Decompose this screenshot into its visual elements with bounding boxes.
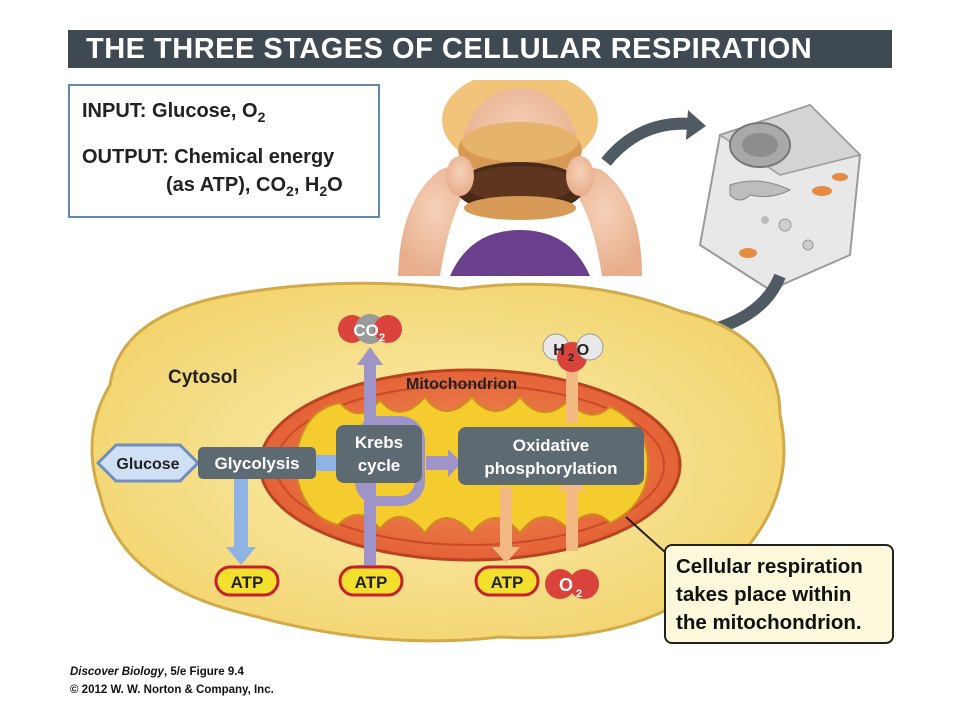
krebs-line2: cycle (358, 456, 401, 475)
output-co2-text: (as ATP), CO (166, 174, 287, 196)
output-h-text: , H (293, 174, 320, 196)
output-o-text: O (327, 174, 343, 196)
output-label: OUTPUT: (82, 146, 169, 168)
atp-oxphos: ATP (474, 565, 540, 597)
input-line: INPUT: Glucose, O2 (82, 100, 265, 125)
h2o-arrow (566, 361, 578, 423)
atp-glycolysis: ATP (214, 565, 280, 597)
krebs-line1: Krebs (355, 433, 403, 452)
page-title: THE THREE STAGES OF CELLULAR RESPIRATION (68, 30, 892, 68)
callout-line1: Cellular respiration (676, 555, 863, 578)
svg-text:O: O (559, 575, 573, 595)
svg-text:CO: CO (353, 321, 379, 340)
cytosol-label: Cytosol (168, 367, 238, 388)
oxphos-line1: Oxidative (513, 436, 590, 455)
input-subscript: 2 (257, 109, 266, 125)
svg-text:2: 2 (379, 332, 385, 344)
respiration-diagram: Cytosol Mitochondrion Krebs cycle Oxidat… (90, 281, 786, 643)
mitochondrion-icon (812, 186, 832, 196)
figure-credit: Discover Biology, 5/e Figure 9.4 (70, 666, 244, 678)
callout-box: Cellular respiration takes place within … (664, 544, 894, 644)
output-co2-sub: 2 (286, 183, 294, 199)
svg-text:H: H (553, 342, 565, 359)
callout-line3: the mitochondrion. (676, 611, 862, 634)
svg-text:O: O (577, 342, 589, 359)
input-label: INPUT: (82, 100, 147, 122)
callout-line2: takes place within (676, 583, 852, 606)
glycolysis-atp-arrow (234, 473, 248, 549)
output-h2o-sub: 2 (319, 183, 328, 199)
svg-text:ATP: ATP (231, 573, 264, 592)
output-line-2: (as ATP), CO2, H2O (166, 174, 343, 199)
glycolysis-to-krebs-arrow (314, 455, 340, 471)
figure-number: , 5/e Figure 9.4 (163, 666, 244, 678)
krebs-cycle-box (336, 425, 422, 483)
o2-arrow (566, 487, 578, 551)
glucose-label: Glucose (116, 456, 179, 473)
mitochondrion-label: Mitochondrion (406, 376, 517, 393)
glycolysis-box (198, 447, 316, 479)
output-value-line1: Chemical energy (174, 146, 335, 168)
oxphos-atp-arrow (500, 487, 512, 549)
input-value: Glucose, O (152, 100, 258, 122)
svg-text:ATP: ATP (491, 573, 524, 592)
svg-text:ATP: ATP (355, 573, 388, 592)
oxidative-phosphorylation-box (458, 427, 644, 485)
o2-molecule: O 2 (545, 569, 599, 600)
arrow-to-cell (601, 110, 706, 166)
output-line: OUTPUT: Chemical energy (82, 146, 334, 169)
svg-text:2: 2 (568, 352, 574, 364)
atp-krebs: ATP (338, 565, 404, 597)
oxphos-line2: phosphorylation (484, 459, 617, 478)
child-eating-burger-image (380, 80, 660, 276)
h2o-molecule: H 2 O (542, 333, 604, 372)
svg-text:2: 2 (576, 588, 582, 600)
copyright-text: © 2012 W. W. Norton & Company, Inc. (70, 684, 274, 696)
co2-molecule: CO 2 (338, 314, 402, 344)
glycolysis-label: Glycolysis (214, 454, 299, 473)
book-title: Discover Biology (70, 666, 164, 678)
input-output-box: INPUT: Glucose, O2 OUTPUT: Chemical ener… (68, 84, 380, 218)
callout-pointer (625, 516, 667, 554)
animal-cell-image (698, 103, 862, 292)
